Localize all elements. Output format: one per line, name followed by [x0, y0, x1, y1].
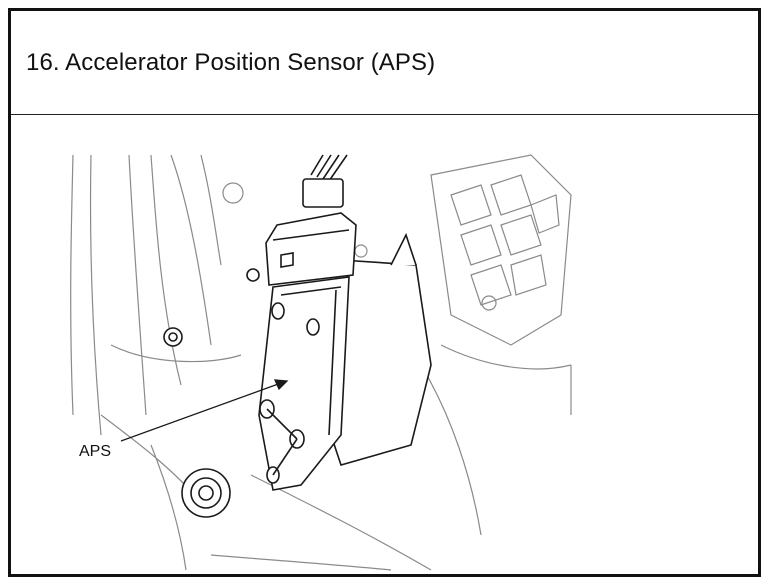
accelerator-position-sensor	[258, 276, 350, 491]
figure-header: 16. Accelerator Position Sensor (APS)	[11, 11, 758, 115]
panel-hole	[222, 182, 244, 204]
bracket-edge-1	[440, 344, 572, 370]
panel-edge-11	[210, 554, 392, 571]
aps-leader-line	[120, 382, 282, 442]
mount-link-1	[266, 408, 298, 440]
connector-seam	[272, 229, 350, 241]
panel-edge-2	[89, 154, 102, 436]
harness-clip	[354, 244, 368, 258]
bracket-cell-1	[450, 184, 492, 226]
bracket-cell-3	[460, 224, 502, 266]
sensor-edge-top	[280, 286, 342, 296]
sensor-edge-side	[328, 289, 337, 436]
panel-edge-1	[70, 154, 74, 416]
panel-edge-9	[150, 444, 187, 571]
bracket-cell-2	[490, 174, 532, 216]
figure-title: 16. Accelerator Position Sensor (APS)	[26, 49, 436, 76]
pivot-bolt-center	[198, 485, 214, 501]
wire-boot	[302, 178, 344, 208]
mount-boss-1	[271, 302, 285, 320]
wire-harness	[310, 154, 348, 182]
connector-bolt	[246, 268, 260, 282]
mount-boss-2	[306, 318, 320, 336]
panel-edge-7	[110, 344, 242, 363]
bracket-edge-2	[420, 364, 482, 536]
mount-link-2	[272, 438, 298, 476]
connector-latch	[280, 252, 294, 268]
bracket-outline	[430, 154, 572, 346]
sensor-connector	[265, 212, 357, 286]
bracket-cell-4	[500, 214, 542, 256]
panel-edge-3	[128, 154, 147, 416]
panel-edge-6	[200, 154, 222, 266]
aps-illustration	[70, 154, 572, 571]
bracket-cell-5	[470, 264, 512, 306]
panel-edge-5	[170, 154, 212, 346]
bracket-cell-6	[510, 254, 547, 296]
aps-callout-label: APS	[79, 443, 112, 460]
aps-leader-arrowhead	[273, 379, 289, 391]
bracket-cell-7	[530, 194, 560, 234]
panel-edge-4	[150, 154, 182, 386]
figure-frame: 16. Accelerator Position Sensor (APS)	[8, 8, 761, 577]
line-drawing: APS	[11, 115, 758, 574]
panel-bolt-center	[168, 332, 178, 342]
bracket-bolt	[481, 295, 497, 311]
pedal-bracket-tab	[390, 232, 417, 266]
